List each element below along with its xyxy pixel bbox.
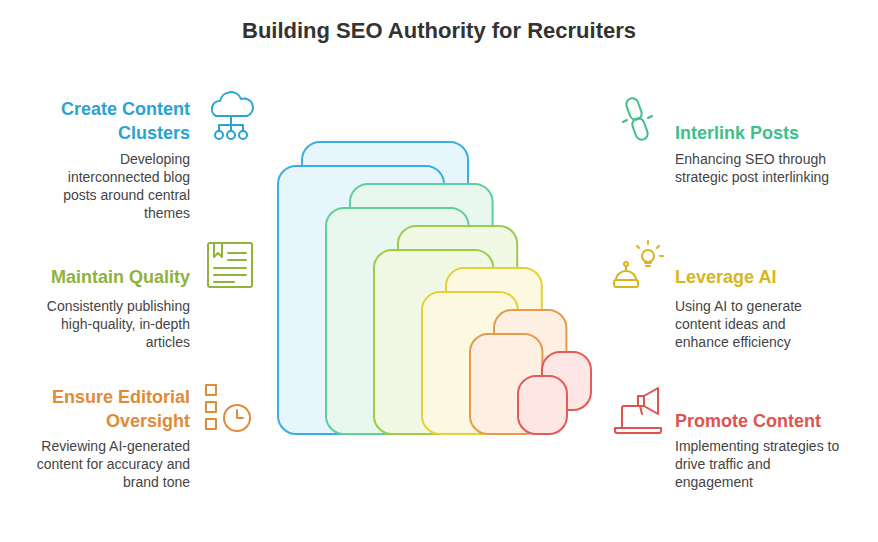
step-description: Reviewing AI-generated content for accur…	[20, 437, 190, 491]
cloud-icon	[212, 92, 253, 139]
layered-blocks	[278, 142, 591, 434]
step-description: Implementing strategies to drive traffic…	[675, 437, 850, 491]
schedule-icon	[206, 385, 250, 431]
step-heading: Maintain Quality	[15, 265, 190, 289]
step-heading: Interlink Posts	[675, 121, 865, 145]
step-description: Developing interconnected blog posts aro…	[40, 150, 190, 222]
block-layer	[518, 376, 567, 434]
step-heading: Ensure Editorial Oversight	[15, 385, 190, 433]
step-description: Consistently publishing high-quality, in…	[20, 297, 190, 351]
promotion-icon	[615, 388, 661, 433]
document-icon	[208, 243, 252, 287]
step-description: Enhancing SEO through strategic post int…	[675, 150, 860, 186]
step-heading: Leverage AI	[675, 265, 865, 289]
ai-icon	[614, 241, 663, 287]
link-icon	[623, 97, 652, 142]
step-heading: Promote Content	[675, 409, 865, 433]
step-description: Using AI to generate content ideas and e…	[675, 297, 825, 351]
step-heading: Create Content Clusters	[15, 97, 190, 145]
diagram-title: Building SEO Authority for Recruiters	[0, 17, 878, 45]
